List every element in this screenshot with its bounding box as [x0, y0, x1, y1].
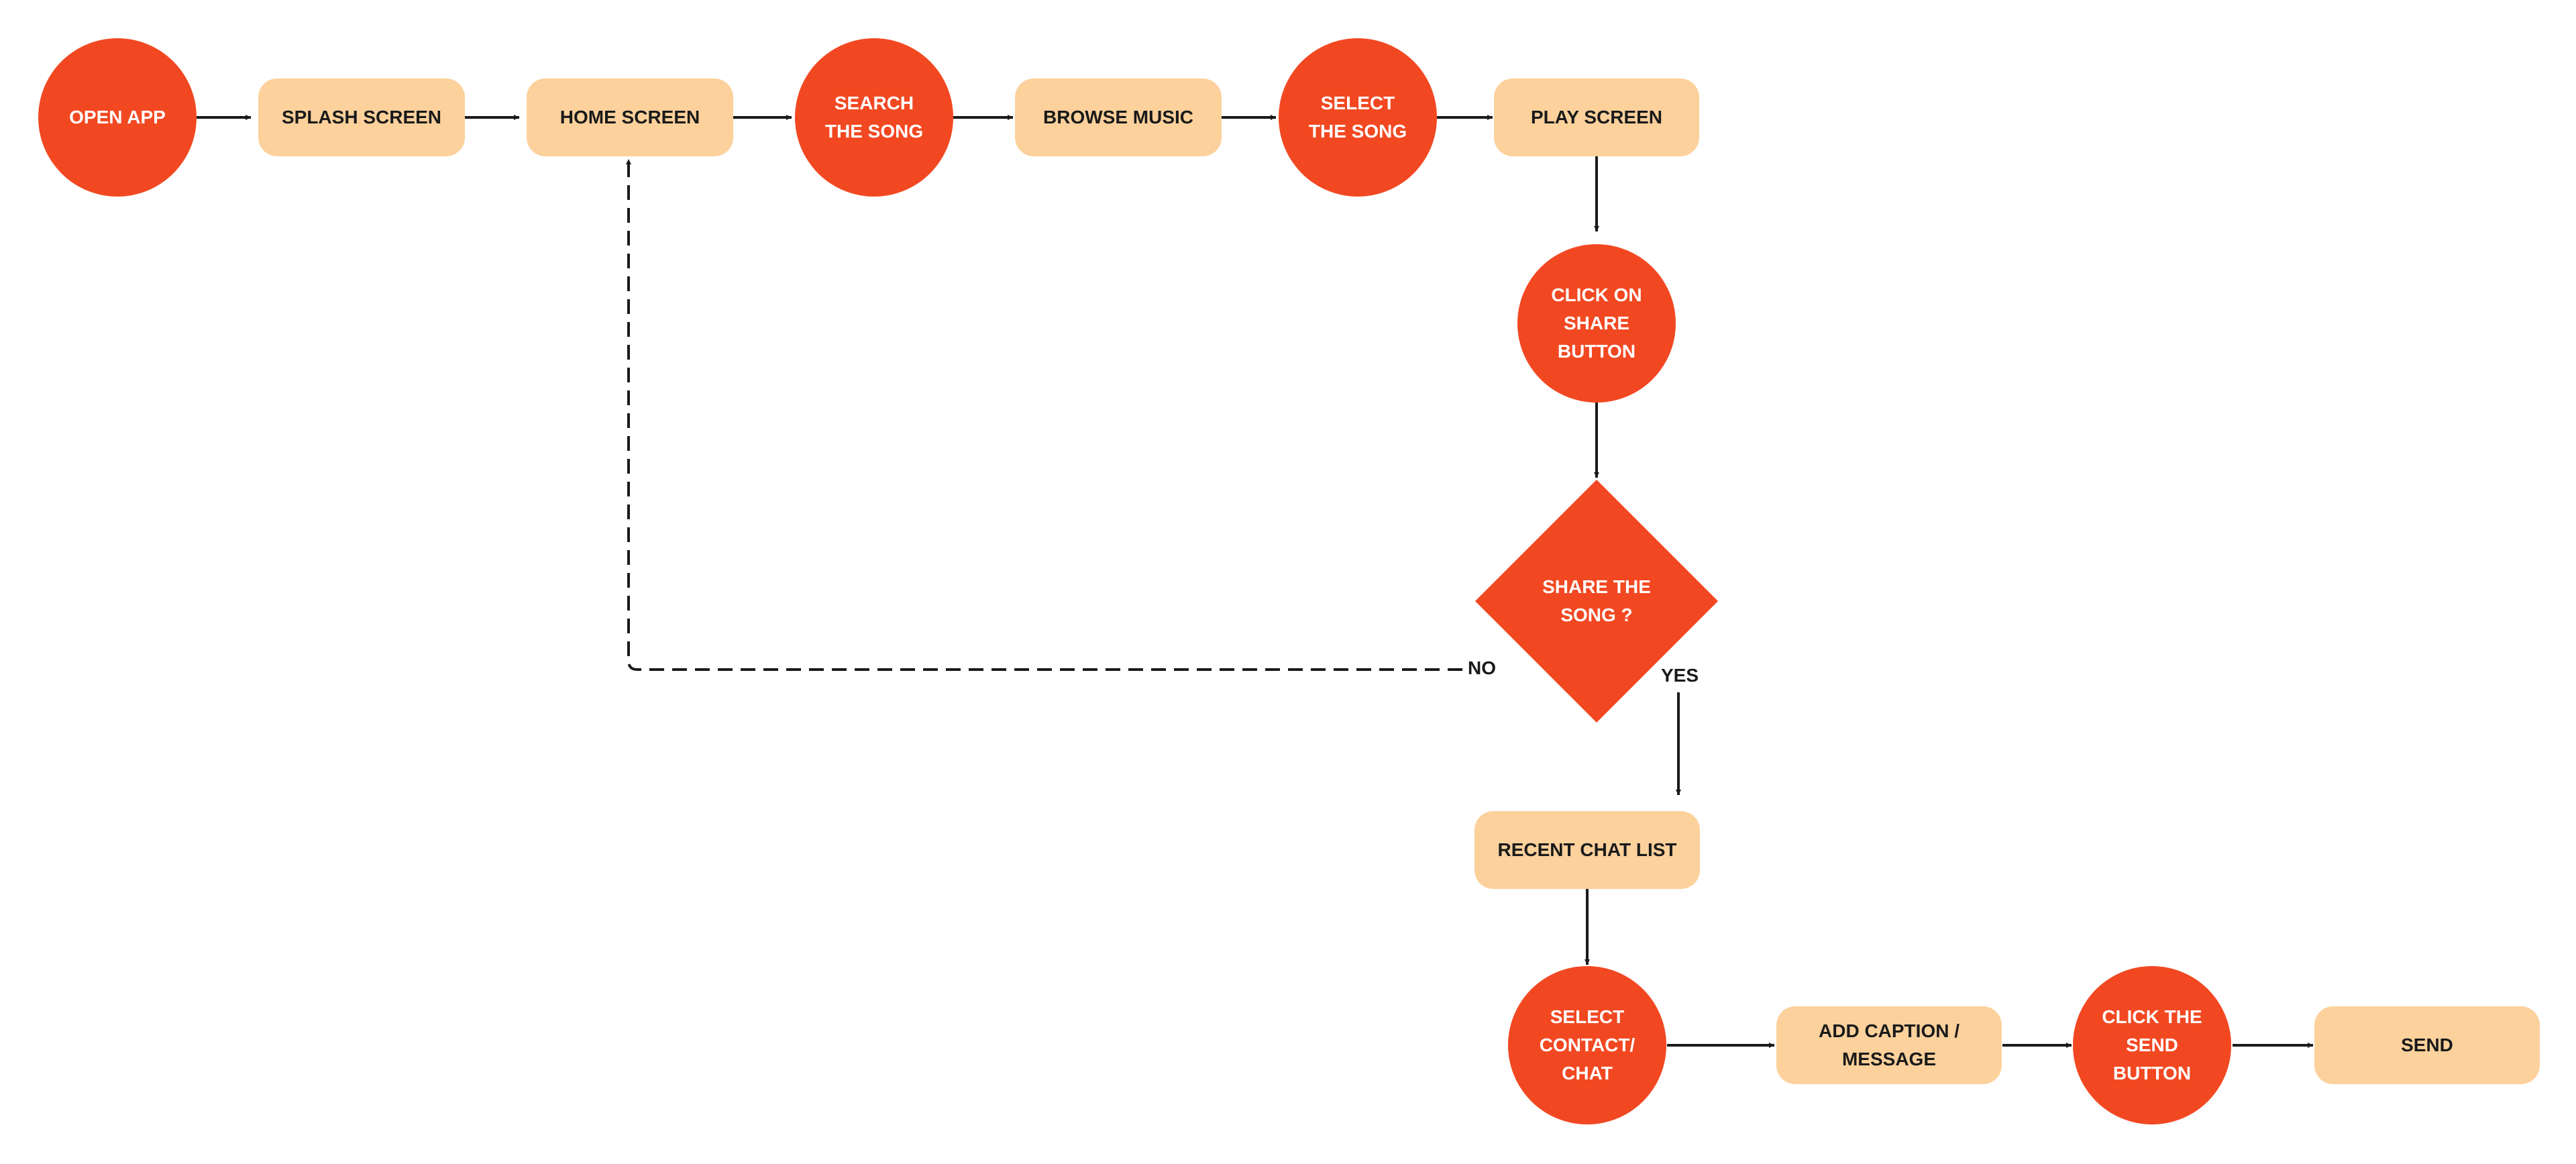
click-share-button-node: CLICK ON SHARE BUTTON: [1517, 244, 1676, 403]
click-send-button-node: CLICK THE SEND BUTTON: [2073, 966, 2231, 1124]
splash-screen-label: SPLASH SCREEN: [281, 107, 442, 127]
share-decision-label: SHARE THE SONG ?: [1542, 576, 1651, 625]
select-contact-node: SELECT CONTACT/ CHAT: [1508, 966, 1666, 1124]
browse-music-node: BROWSE MUSIC: [1015, 78, 1222, 156]
click-send-button-label: CLICK THE SEND BUTTON: [2102, 1006, 2202, 1083]
select-song-label: SELECT THE SONG: [1308, 93, 1407, 142]
home-screen-node: HOME SCREEN: [527, 78, 733, 156]
open-app-node: OPEN APP: [38, 38, 197, 197]
browse-music-label: BROWSE MUSIC: [1043, 107, 1193, 127]
dashed-arrow-no-to-home: [626, 159, 1462, 671]
send-node: SEND: [2314, 1006, 2540, 1084]
play-screen-node: PLAY SCREEN: [1494, 78, 1699, 156]
splash-screen-node: SPLASH SCREEN: [258, 78, 465, 156]
search-song-label: SEARCH THE SONG: [824, 93, 924, 142]
edge-label-yes: YES: [1661, 665, 1699, 686]
recent-chat-list-label: RECENT CHAT LIST: [1497, 839, 1677, 860]
add-caption-node: ADD CAPTION / MESSAGE: [1776, 1006, 2002, 1084]
select-song-node: SELECT THE SONG: [1279, 38, 1437, 197]
select-contact-label: SELECT CONTACT/ CHAT: [1539, 1006, 1635, 1083]
recent-chat-list-node: RECENT CHAT LIST: [1474, 811, 1700, 889]
play-screen-label: PLAY SCREEN: [1530, 107, 1663, 127]
send-label: SEND: [2401, 1035, 2453, 1055]
add-caption-label: ADD CAPTION / MESSAGE: [1819, 1020, 1960, 1069]
click-share-button-label: CLICK ON SHARE BUTTON: [1551, 284, 1642, 362]
home-screen-label: HOME SCREEN: [559, 107, 700, 127]
share-decision-label-box: SHARE THE SONG ?: [1476, 568, 1717, 635]
open-app-label: OPEN APP: [69, 107, 166, 127]
search-song-node: SEARCH THE SONG: [795, 38, 953, 197]
edge-label-no: NO: [1468, 657, 1496, 678]
